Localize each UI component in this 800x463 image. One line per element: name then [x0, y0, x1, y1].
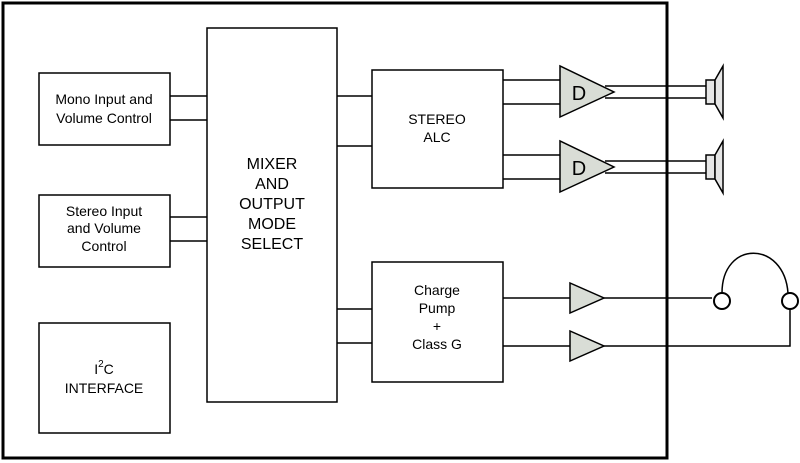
charge-pump-to-amp-wires: [503, 297, 570, 347]
class-d-label-top: D: [572, 83, 586, 105]
charge-pump-label-line4: Class G: [412, 336, 462, 352]
stereo-input-label-line1: Stereo Input: [66, 203, 142, 219]
headphone-amp-bottom: [569, 329, 606, 363]
i2c-interface-block: I2C INTERFACE: [38, 322, 171, 434]
mixer-label-line3: OUTPUT: [239, 196, 305, 213]
stereo-input-block: Stereo Input and Volume Control: [38, 194, 171, 268]
charge-pump-block: Charge Pump + Class G: [371, 261, 504, 383]
alc-label-line1: STEREO: [408, 111, 466, 127]
headphone-wires: [604, 297, 791, 347]
mixer-block: MIXER AND OUTPUT MODE SELECT: [206, 27, 338, 403]
class-d-label-bottom: D: [572, 158, 586, 180]
mixer-label-line5: SELECT: [241, 236, 303, 253]
mono-input-label-line1: Mono Input and: [55, 91, 152, 107]
mixer-label-line2: AND: [255, 176, 289, 193]
headphones-icon: [713, 252, 799, 310]
stereo-input-label-line2: and Volume: [67, 220, 141, 236]
i2c-label-line2: INTERFACE: [65, 380, 144, 396]
class-d-amp-bottom: D: [559, 139, 616, 194]
class-d-amp-top: D: [559, 64, 616, 119]
alc-label-line2: ALC: [423, 129, 450, 145]
input-wires: [170, 95, 207, 242]
stereo-input-label-line3: Control: [81, 238, 126, 254]
alc-to-amp-wires: [503, 79, 560, 180]
chip-boundary: [1, 1, 669, 460]
headphone-amp-top: [569, 281, 606, 315]
speaker-wires: [605, 85, 706, 174]
stereo-alc-block: STEREO ALC: [371, 69, 504, 189]
charge-pump-label-line3: +: [433, 318, 441, 334]
mono-input-label-line2: Volume Control: [56, 110, 152, 126]
i2c-label-line1: I2C: [94, 359, 114, 377]
speaker-icon: [705, 138, 724, 196]
mixer-label-line1: MIXER: [247, 156, 298, 173]
mono-input-block: Mono Input and Volume Control: [38, 72, 171, 146]
mixer-label-line4: MODE: [248, 216, 296, 233]
charge-pump-label-line2: Pump: [419, 300, 456, 316]
mixer-output-wires: [337, 95, 372, 344]
speaker-icon: [705, 63, 724, 121]
charge-pump-label-line1: Charge: [414, 282, 460, 298]
